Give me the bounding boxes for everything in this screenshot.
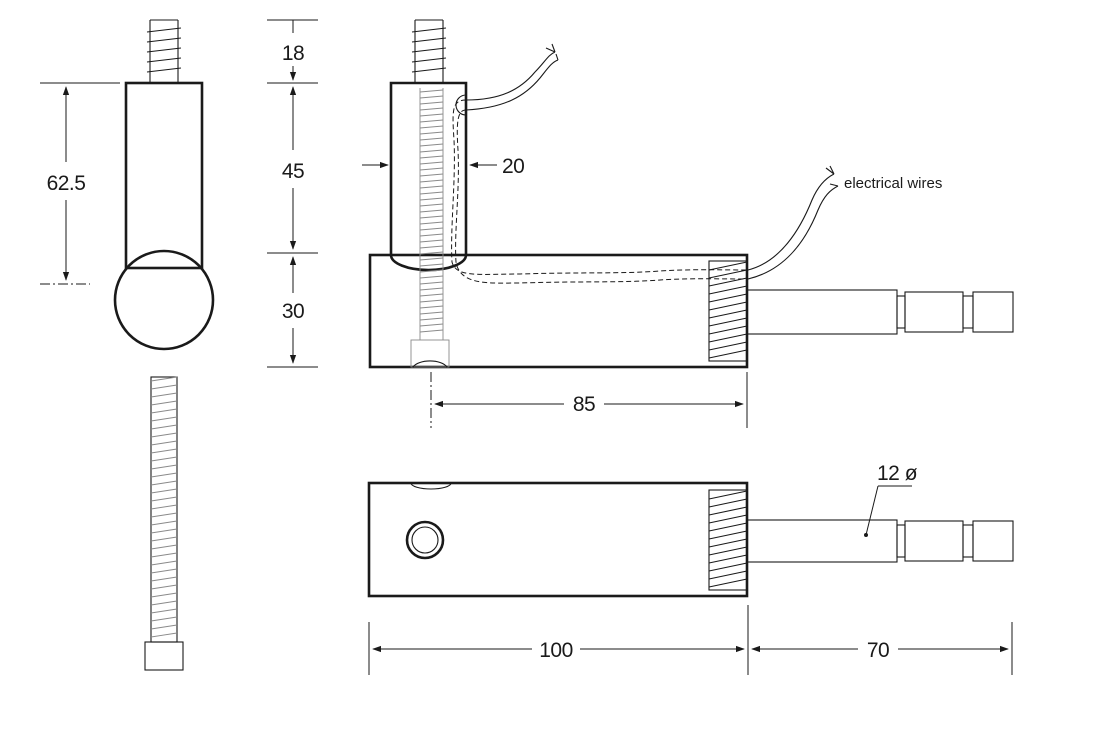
side-view-post xyxy=(124,81,204,270)
bottom-view xyxy=(367,481,1014,598)
bottom-view-cable-plug xyxy=(746,519,1014,563)
hidden-wire-path xyxy=(451,99,749,284)
bottom-view-connector-thread xyxy=(708,489,748,591)
electrical-wires-label: electrical wires xyxy=(844,175,942,192)
loose-screw xyxy=(144,376,184,671)
dimension-20-label: 20 xyxy=(502,155,524,178)
side-view xyxy=(113,19,215,351)
front-view-cable-plug xyxy=(746,289,1014,335)
side-view-round-end xyxy=(113,249,215,351)
dimension-100-70: 100 70 xyxy=(368,605,1013,675)
dimension-18-label: 18 xyxy=(282,42,304,65)
wire-exit-notch xyxy=(455,94,467,116)
dimension-12-diameter: 12 ø xyxy=(864,462,918,537)
screw-head xyxy=(144,641,184,671)
dimension-70-label: 70 xyxy=(867,639,889,662)
dimension-85: 85 xyxy=(430,372,748,428)
side-view-top-screw xyxy=(146,19,182,83)
front-view-connector-thread xyxy=(708,260,748,362)
bottom-view-hole-outer xyxy=(405,520,445,560)
dimension-12-label: 12 ø xyxy=(877,462,918,485)
dimension-100-label: 100 xyxy=(539,639,573,662)
dimension-62-5-label: 62.5 xyxy=(47,172,86,195)
dimension-30-label: 30 xyxy=(282,300,304,323)
electrical-wires xyxy=(465,43,839,280)
bottom-view-hole-inner xyxy=(411,526,439,554)
dimension-45-label: 45 xyxy=(282,160,304,183)
dimension-20: 20 xyxy=(362,155,525,178)
bottom-view-body xyxy=(367,481,749,598)
front-view-top-screw xyxy=(411,19,447,83)
dimension-85-label: 85 xyxy=(573,393,595,416)
dimension-stack: 18 45 30 xyxy=(267,19,318,368)
front-view: electrical wires xyxy=(368,19,1014,369)
internal-threaded-rod xyxy=(410,88,450,368)
front-view-post xyxy=(389,81,468,272)
bottom-view-top-recess xyxy=(410,482,452,490)
dimension-62-5: 62.5 xyxy=(40,82,120,285)
